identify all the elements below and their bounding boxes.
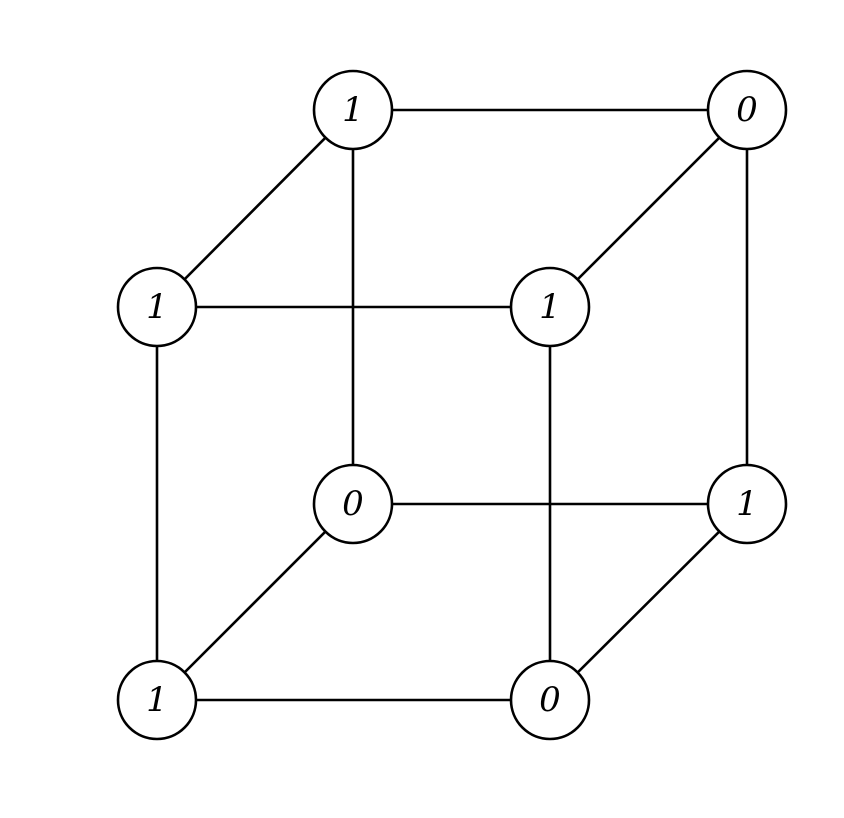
node-label: 1 bbox=[539, 287, 561, 327]
node-circle bbox=[509, 266, 591, 348]
nodes-layer: 1 0 1 1 0 1 1 0 bbox=[116, 69, 788, 741]
node-circle bbox=[509, 659, 591, 741]
node-front-top-left: 1 bbox=[116, 266, 198, 348]
edges-layer bbox=[155, 108, 749, 702]
node-label: 1 bbox=[342, 90, 364, 130]
node-front-bottom-right: 0 bbox=[509, 659, 591, 741]
node-label: 0 bbox=[342, 484, 364, 524]
node-back-bottom-left: 0 bbox=[312, 463, 394, 545]
edge-back-bottom-right-to-front-bottom-right bbox=[549, 503, 748, 701]
node-circle bbox=[116, 659, 198, 741]
node-circle bbox=[706, 69, 788, 151]
node-back-top-left: 1 bbox=[312, 69, 394, 151]
edge-back-top-left-to-front-top-left bbox=[156, 109, 354, 308]
edge-back-top-right-to-front-top-right bbox=[549, 109, 748, 308]
node-label: 0 bbox=[736, 90, 758, 130]
node-front-bottom-left: 1 bbox=[116, 659, 198, 741]
node-circle bbox=[706, 463, 788, 545]
node-label: 0 bbox=[539, 680, 561, 720]
node-front-top-right: 1 bbox=[509, 266, 591, 348]
node-circle bbox=[312, 463, 394, 545]
node-label: 1 bbox=[736, 484, 758, 524]
node-label: 1 bbox=[146, 680, 168, 720]
node-circle bbox=[312, 69, 394, 151]
node-circle bbox=[116, 266, 198, 348]
node-label: 1 bbox=[146, 287, 168, 327]
node-back-top-right: 0 bbox=[706, 69, 788, 151]
edge-back-bottom-left-to-front-bottom-left bbox=[156, 503, 354, 701]
node-back-bottom-right: 1 bbox=[706, 463, 788, 545]
